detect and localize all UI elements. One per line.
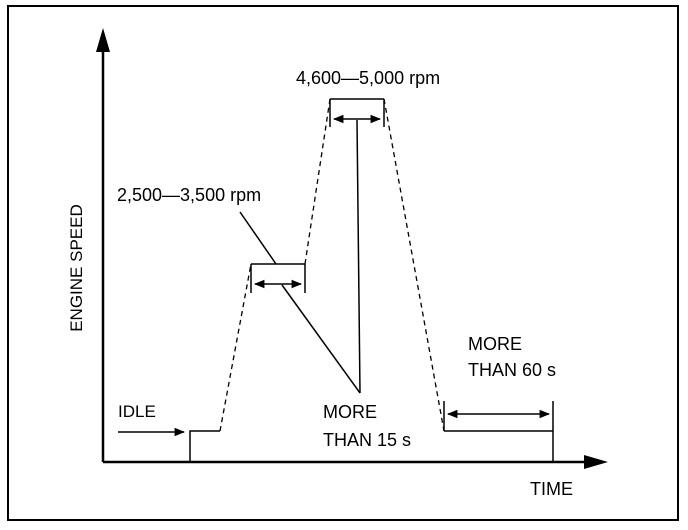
low-range-label: 2,500—3,500 rpm <box>117 185 261 205</box>
x-axis-arrow-icon <box>584 455 608 469</box>
final-label-line1: MORE <box>468 334 522 354</box>
hold-label-line1: MORE <box>323 402 377 422</box>
hold-label-line2: THAN 15 s <box>323 430 411 450</box>
x-axis-label: TIME <box>530 479 573 499</box>
hold-leader-to-high <box>356 119 361 394</box>
y-axis-label: ENGINE SPEED <box>67 204 86 332</box>
y-axis-arrow-icon <box>96 28 110 52</box>
low-range-leader <box>239 211 277 265</box>
final-label-line2: THAN 60 s <box>468 360 556 380</box>
idle-speed-line <box>189 430 220 462</box>
high-range-label: 4,600—5,000 rpm <box>296 68 440 88</box>
speed-profile-dashed <box>219 98 445 432</box>
diagram-frame <box>7 5 679 521</box>
idle-label: IDLE <box>118 402 156 421</box>
hold-leader-to-low <box>281 284 361 394</box>
